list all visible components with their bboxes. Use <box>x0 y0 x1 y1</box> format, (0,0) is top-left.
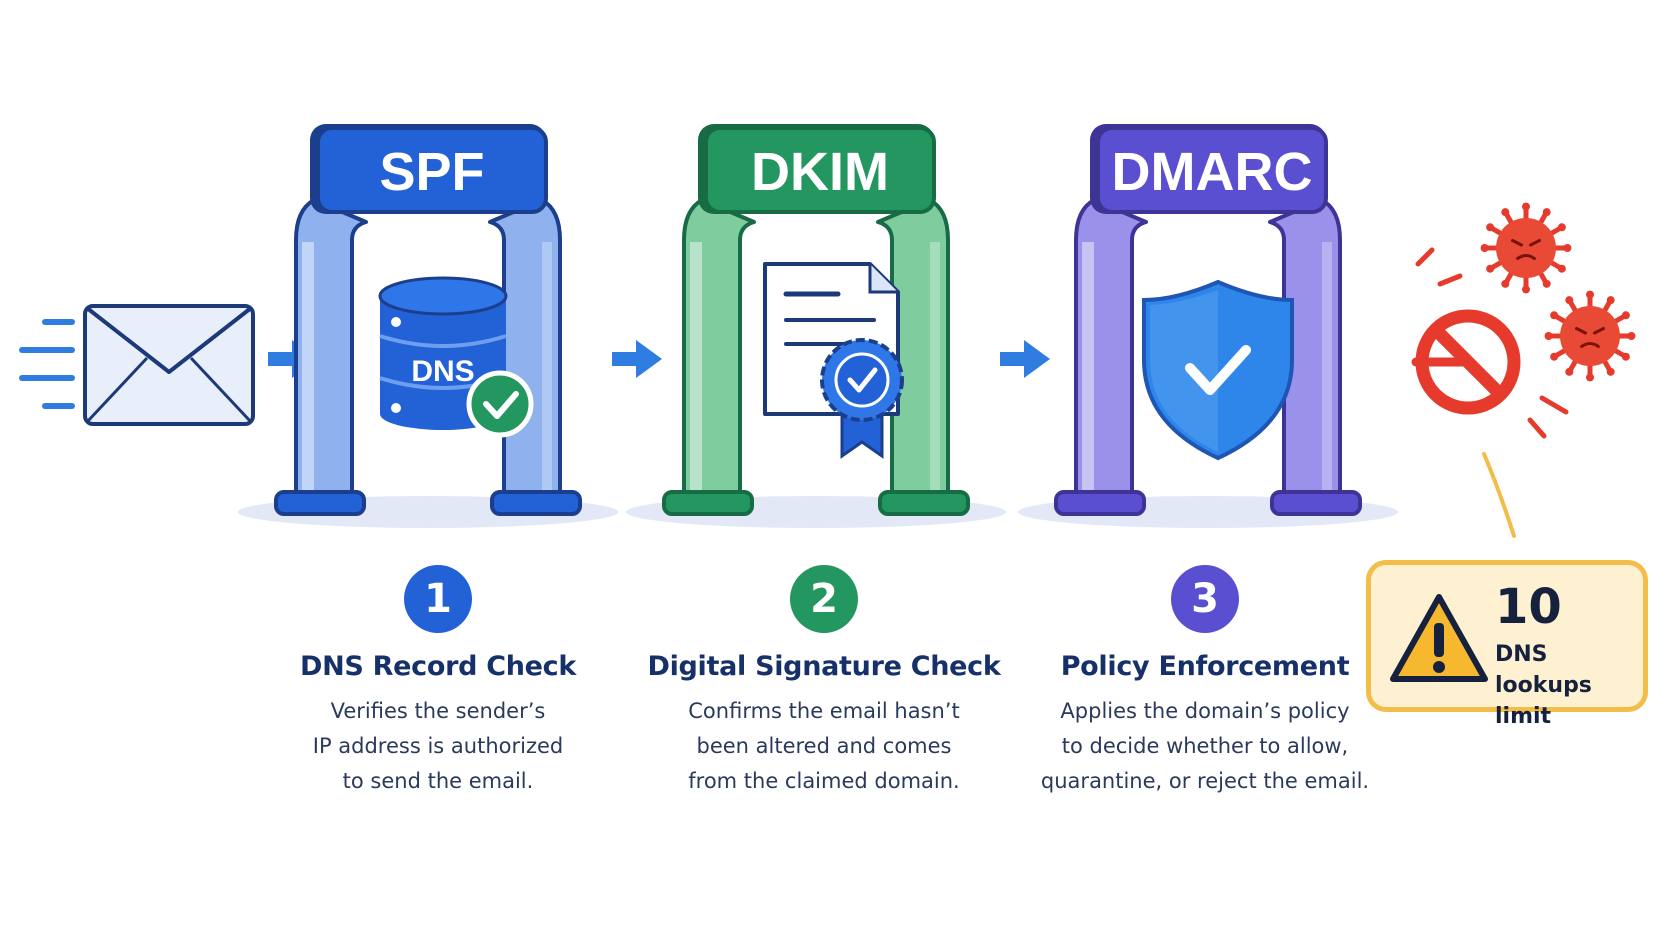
dns-lookup-limit-warning: 10 DNS lookups limit <box>1366 560 1648 729</box>
gate-dkim: DKIM <box>626 124 1006 528</box>
arrow-icon <box>612 340 662 378</box>
step-3: 3 Policy Enforcement Applies the domain’… <box>1035 565 1375 799</box>
step-title: DNS Record Check <box>299 651 577 682</box>
step-2: 2 Digital Signature Check Confirms the e… <box>642 565 1006 799</box>
dns-icon-label: DNS <box>411 355 474 388</box>
step-number-badge: 2 <box>790 565 858 633</box>
gate-spf: SPF <box>238 124 618 528</box>
warning-connector <box>1482 452 1516 538</box>
gate-dmarc: DMARC <box>1018 124 1398 528</box>
shield-check-icon <box>1142 279 1294 461</box>
blocked-icon <box>1411 247 1569 439</box>
check-circle-icon <box>466 370 534 438</box>
step-title: Digital Signature Check <box>647 651 1001 682</box>
virus-icon <box>1480 202 1572 294</box>
signed-document-icon <box>763 262 904 459</box>
step-number-badge: 3 <box>1171 565 1239 633</box>
step-description: Confirms the email hasn’t been altered a… <box>688 699 960 793</box>
warning-triangle-icon <box>1390 594 1488 682</box>
gate-label: DMARC <box>1112 142 1313 202</box>
virus-icon <box>1544 290 1636 382</box>
limit-number: 10 <box>1495 579 1562 635</box>
step-description: Applies the domain’s policy to decide wh… <box>1040 699 1370 793</box>
step-description: Verifies the sender’s IP address is auth… <box>312 699 564 793</box>
arrow-icon <box>1000 340 1050 378</box>
gates-layer: SPF DKIM DMARC <box>238 124 1398 528</box>
limit-label: DNS lookups limit <box>1495 642 1592 729</box>
step-title: Policy Enforcement <box>1060 651 1350 682</box>
step-1: 1 DNS Record Check Verifies the sender’s… <box>258 565 618 799</box>
gate-label: SPF <box>379 142 484 202</box>
gate-label: DKIM <box>751 142 889 202</box>
email-icon <box>19 304 255 426</box>
step-number-badge: 1 <box>404 565 472 633</box>
